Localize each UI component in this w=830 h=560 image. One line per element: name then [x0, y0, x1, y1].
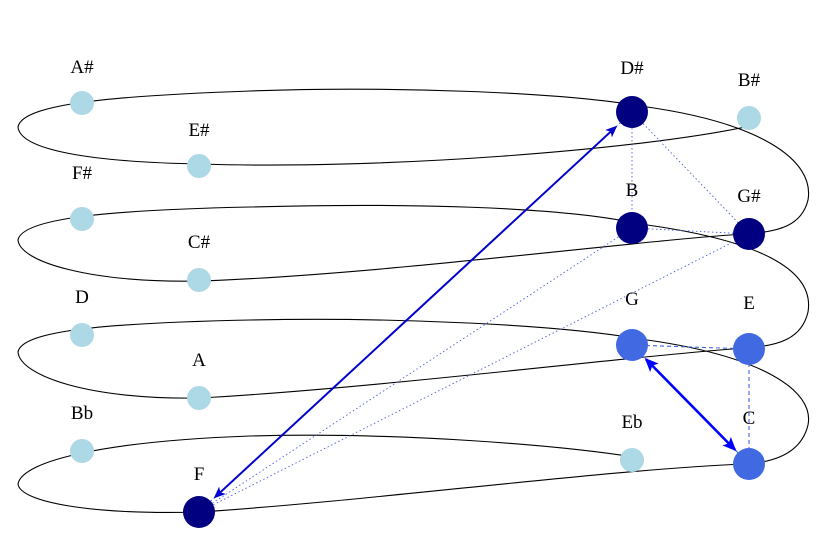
note-node-g-sharp — [733, 218, 765, 250]
note-label-e-sharp: E# — [188, 120, 210, 141]
note-node-d — [70, 323, 94, 347]
dotted-link-b-g-sharp — [631, 227, 750, 235]
dotted-links — [198, 111, 750, 513]
note-node-c-sharp — [187, 268, 211, 292]
note-label-b-sharp: B# — [738, 70, 761, 91]
note-label-a-sharp: A# — [70, 57, 94, 78]
note-label-g: G — [625, 289, 639, 310]
dashed-link-g-e — [631, 344, 750, 350]
note-label-bb: Bb — [71, 403, 93, 424]
note-node-e-sharp — [187, 154, 211, 178]
note-label-b: B — [626, 180, 639, 201]
note-node-a-sharp — [70, 91, 94, 115]
note-node-b-sharp — [737, 106, 761, 130]
dashed-links — [631, 344, 750, 465]
arrow-f-d-sharp — [213, 125, 618, 499]
note-node-e — [733, 333, 765, 365]
note-node-bb — [70, 439, 94, 463]
note-label-c: C — [743, 408, 756, 429]
note-node-b — [616, 212, 648, 244]
note-label-d: D — [75, 287, 89, 308]
spiral-curve — [17, 88, 810, 513]
note-node-eb — [620, 448, 644, 472]
dotted-link-d-sharp-g-sharp — [631, 111, 750, 235]
note-node-c — [733, 448, 765, 480]
dotted-link-f-g-sharp — [198, 233, 750, 513]
note-node-f — [183, 496, 215, 528]
note-label-d-sharp: D# — [620, 58, 644, 79]
note-label-a: A — [192, 350, 206, 371]
note-label-e: E — [743, 293, 755, 314]
note-labels: A# E# D# B# F# C# B G# D A G E BbF Eb C — [70, 57, 761, 485]
dotted-link-f-b — [198, 227, 633, 513]
note-label-g-sharp: G# — [737, 186, 761, 207]
note-node-g — [616, 329, 648, 361]
note-node-a — [187, 386, 211, 410]
note-label-eb: Eb — [621, 412, 642, 433]
note-node-f-sharp — [70, 207, 94, 231]
note-node-d-sharp — [616, 96, 648, 128]
note-nodes — [70, 91, 765, 528]
note-label-f-sharp: F# — [72, 163, 93, 184]
arrow-g-c — [644, 357, 737, 452]
note-label-f: F — [194, 464, 205, 485]
arrows — [213, 125, 737, 499]
note-label-c-sharp: C# — [188, 232, 211, 253]
